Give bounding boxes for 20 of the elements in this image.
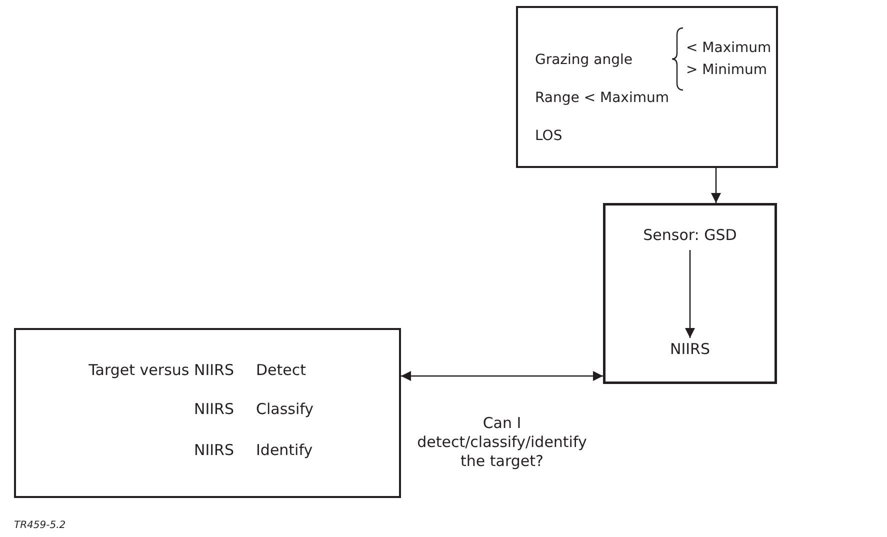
arrow bbox=[401, 371, 603, 381]
box-text: NIIRS bbox=[194, 400, 234, 418]
box-text: > Minimum bbox=[686, 62, 768, 79]
text-box bbox=[516, 6, 778, 168]
box-text: Target versus NIIRS bbox=[88, 361, 234, 379]
box-text: Grazing angle bbox=[535, 52, 632, 69]
process-box bbox=[603, 203, 777, 384]
node-text: Sensor: GSD bbox=[642, 226, 738, 244]
text-box bbox=[14, 328, 401, 498]
box-text: NIIRS bbox=[194, 441, 234, 459]
figure-number: TR459-5.2 bbox=[14, 520, 66, 531]
box-text: < Maximum bbox=[686, 40, 772, 57]
box-text: Identify bbox=[256, 441, 313, 459]
box-text: Classify bbox=[256, 400, 314, 418]
node-text: NIIRS bbox=[668, 340, 711, 358]
box-text: LOS bbox=[535, 128, 562, 145]
box-text: Range < Maximum bbox=[535, 90, 669, 107]
arrow bbox=[685, 250, 695, 338]
arrow bbox=[711, 168, 721, 203]
box-text: Detect bbox=[256, 361, 306, 379]
